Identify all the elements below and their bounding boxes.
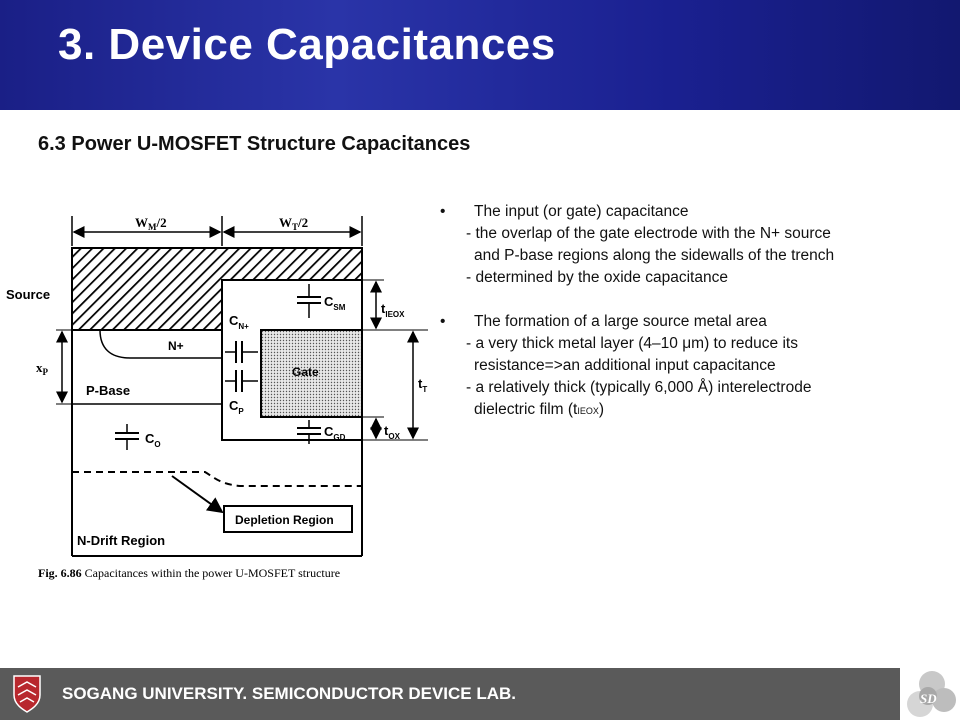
sub-point: - the overlap of the gate electrode with… bbox=[466, 225, 831, 242]
gate-label: Gate bbox=[292, 365, 319, 379]
figure-caption: Fig. 6.86 Capacitances within the power … bbox=[38, 566, 340, 580]
nplus-label: N+ bbox=[168, 339, 184, 353]
cn-label: CN+ bbox=[229, 313, 249, 331]
depletion-box bbox=[223, 505, 353, 533]
sub-point: - determined by the oxide capacitance bbox=[466, 269, 728, 286]
pbase-label: P-Base bbox=[86, 383, 130, 398]
bullet-item: • The input (or gate) capacitance bbox=[440, 201, 950, 223]
wt-label: WT/2 bbox=[279, 215, 308, 232]
cp-label: CP bbox=[229, 398, 244, 416]
bullet-marker: • bbox=[440, 313, 446, 330]
tieox-label: tIEOX bbox=[381, 301, 405, 319]
tt-label: tT bbox=[418, 376, 427, 394]
sub-point: - a relatively thick (typically 6,000 Å)… bbox=[466, 379, 812, 396]
sub-point-continuation: resistance=>an additional input capacita… bbox=[474, 357, 776, 374]
page-title: 3. Device Capacitances bbox=[58, 20, 556, 69]
bullet-heading: The formation of a large source metal ar… bbox=[474, 313, 767, 330]
title-banner: 3. Device Capacitances bbox=[0, 0, 960, 110]
svg-text:SD: SD bbox=[920, 691, 937, 706]
csm-label: CSM bbox=[324, 294, 346, 312]
gate-region bbox=[260, 329, 363, 418]
footer-text: SOGANG UNIVERSITY. SEMICONDUCTOR DEVICE … bbox=[62, 684, 517, 703]
sub-point-continuation: and P-base regions along the sidewalls o… bbox=[474, 247, 835, 264]
depletion-label: Depletion Region bbox=[235, 513, 334, 527]
co-label: CO bbox=[145, 431, 161, 449]
wm-label: WM/2 bbox=[135, 215, 167, 232]
sub-point-continuation: dielectric film (tIEOX) bbox=[474, 401, 605, 418]
sub-point: - a very thick metal layer (4–10 μm) to … bbox=[466, 335, 798, 352]
ndrift-label: N-Drift Region bbox=[77, 533, 165, 548]
u-mosfet-figure: WM/2 WT/2 Gate N+ P-Base Source xP CSM C… bbox=[6, 215, 428, 580]
bullet-list: • The input (or gate) capacitance - the … bbox=[440, 201, 950, 422]
source-label: Source bbox=[6, 287, 50, 302]
xp-label: xP bbox=[36, 360, 49, 377]
bullet-marker: • bbox=[440, 203, 446, 220]
university-shield-icon bbox=[13, 675, 41, 713]
tox-label: tOX bbox=[384, 423, 401, 441]
sd-lab-logo-icon: SD bbox=[907, 671, 956, 717]
section-subtitle: 6.3 Power U-MOSFET Structure Capacitance… bbox=[38, 133, 471, 155]
bullet-heading: The input (or gate) capacitance bbox=[474, 203, 689, 220]
footer-bar: SOGANG UNIVERSITY. SEMICONDUCTOR DEVICE … bbox=[0, 668, 960, 720]
cgd-label: CGD bbox=[324, 424, 346, 442]
bullet-item: • The formation of a large source metal … bbox=[440, 311, 950, 333]
